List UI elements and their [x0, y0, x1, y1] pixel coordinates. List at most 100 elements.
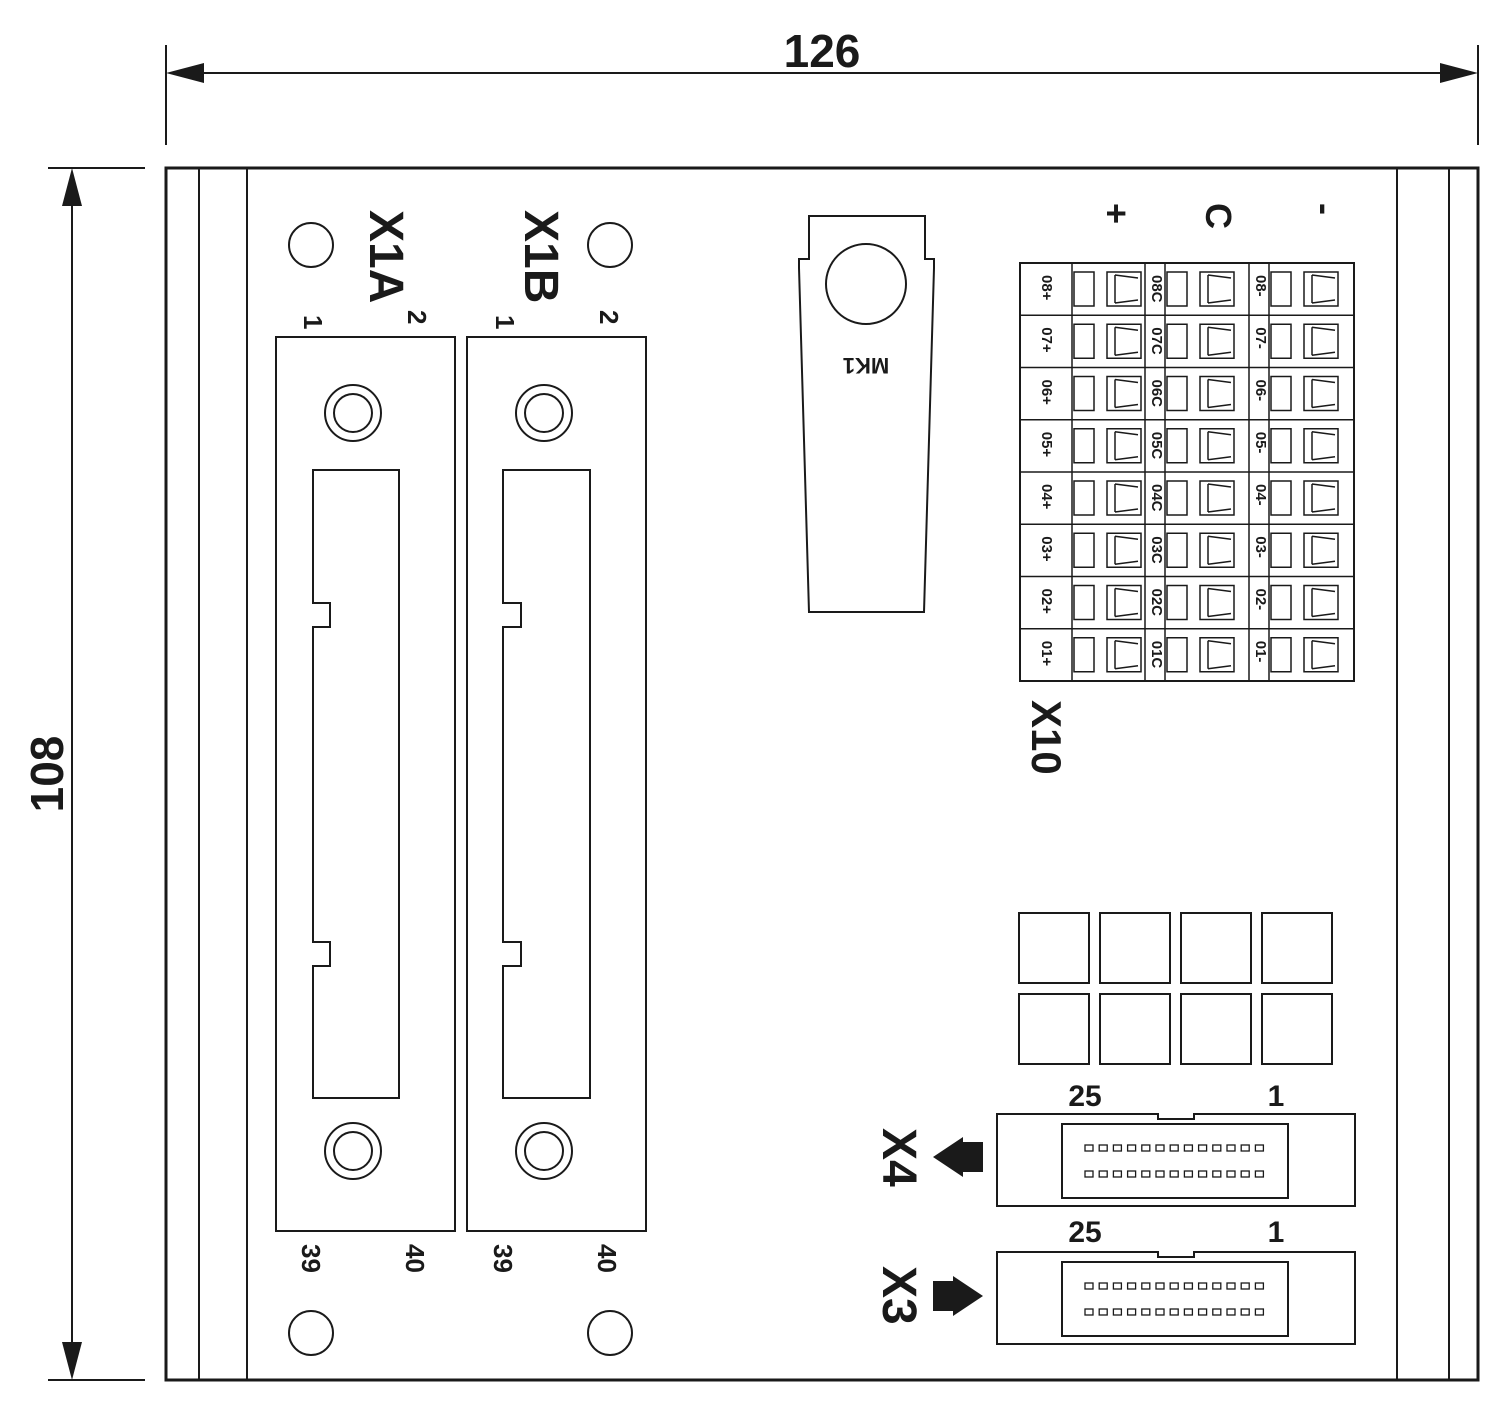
terminal-clamp-icon	[1106, 532, 1142, 568]
pin-contact	[1226, 1170, 1236, 1178]
terminal-screw-icon	[1270, 375, 1292, 412]
terminal-clamp-icon	[1303, 637, 1339, 673]
x1b-pin-39: 39	[488, 1244, 518, 1273]
pin-contact	[1084, 1308, 1094, 1316]
terminal-screw-icon	[1166, 637, 1188, 673]
pin-contact	[1169, 1308, 1179, 1316]
pin-contact	[1141, 1282, 1151, 1290]
terminal-screw-icon	[1073, 428, 1095, 464]
pin-contact	[1112, 1308, 1123, 1316]
pin-contact	[1084, 1144, 1094, 1152]
x3-arrow-right-icon	[933, 1276, 983, 1316]
x3-pin-25: 25	[1068, 1216, 1101, 1249]
indicator-square	[1099, 912, 1171, 984]
pin-contact	[1197, 1170, 1208, 1178]
terminal-label: 04C	[1148, 484, 1165, 512]
terminal-clamp-icon	[1199, 532, 1235, 568]
terminal-clamp-icon	[1303, 480, 1339, 516]
connector-x3-label: X3	[872, 1266, 925, 1325]
terminal-screw-icon	[1270, 323, 1292, 359]
x1a-pin-40: 40	[400, 1244, 430, 1273]
terminal-clamp-icon	[1199, 480, 1235, 516]
terminal-label: 05-	[1252, 432, 1269, 454]
pin-contact	[1112, 1282, 1123, 1290]
terminal-clamp-icon	[1303, 323, 1339, 359]
terminal-label: 04+	[1038, 484, 1055, 510]
terminal-clamp-icon	[1106, 584, 1142, 621]
terminal-screw-icon	[1073, 637, 1095, 673]
pin-contact	[1141, 1170, 1151, 1178]
terminal-screw-icon	[1166, 271, 1188, 307]
pin-contact	[1098, 1144, 1108, 1152]
pin-contact	[1212, 1308, 1222, 1316]
terminal-label: 03C	[1148, 536, 1165, 564]
pin-contact	[1240, 1308, 1250, 1316]
indicator-square	[1180, 993, 1252, 1065]
terminal-clamp-icon	[1199, 637, 1235, 673]
terminal-label: 02-	[1252, 589, 1269, 611]
pin-contact	[1226, 1308, 1236, 1316]
terminal-label: 02C	[1148, 589, 1165, 617]
terminal-label: 08-	[1252, 275, 1269, 297]
indicator-square	[1261, 912, 1333, 984]
terminal-column-label: -	[1305, 203, 1346, 215]
terminal-screw-icon	[1073, 271, 1095, 307]
height-value: 108	[21, 736, 73, 813]
pin-contact	[1197, 1144, 1208, 1152]
pin-contact	[1155, 1170, 1165, 1178]
terminal-label: 06+	[1038, 380, 1055, 406]
terminal-clamp-icon	[1106, 480, 1142, 516]
pin-contact	[1098, 1282, 1108, 1290]
x1a-pin-1: 1	[298, 315, 328, 329]
terminal-label: 06-	[1252, 380, 1269, 402]
terminal-row: 02+ 02C 02-	[1020, 575, 1354, 621]
terminal-label: 04-	[1252, 484, 1269, 506]
terminal-label: 02+	[1038, 589, 1055, 615]
terminal-clamp-icon	[1106, 323, 1142, 359]
pin-contact	[1155, 1308, 1165, 1316]
pin-contact	[1183, 1308, 1194, 1316]
pin-contact	[1226, 1282, 1236, 1290]
terminal-clamp-icon	[1303, 375, 1339, 412]
pin-contact	[1098, 1170, 1108, 1178]
terminal-label: 05C	[1148, 432, 1165, 460]
terminal-label: 08C	[1148, 275, 1165, 303]
pin-contact	[1084, 1170, 1094, 1178]
terminal-screw-icon	[1166, 532, 1188, 568]
pin-contact	[1212, 1170, 1222, 1178]
mounting-hole-top-right	[587, 222, 633, 268]
pin-contact	[1226, 1144, 1236, 1152]
indicator-square	[1180, 912, 1252, 984]
terminal-clamp-icon	[1199, 584, 1235, 621]
pin-contact	[1155, 1282, 1165, 1290]
terminal-screw-icon	[1073, 480, 1095, 516]
pin-contact	[1141, 1308, 1151, 1316]
pin-contact	[1126, 1308, 1137, 1316]
x1a-pin-2: 2	[402, 310, 432, 324]
terminal-screw-icon	[1270, 428, 1292, 464]
pin-contact	[1169, 1144, 1179, 1152]
terminal-row: 04+ 04C 04-	[1020, 471, 1354, 516]
x4-pin-rows	[1084, 1144, 1265, 1178]
width-dimension: 126	[165, 25, 1479, 145]
terminal-label: 07-	[1252, 327, 1269, 349]
terminal-label: 08+	[1038, 275, 1055, 301]
indicator-square	[1261, 993, 1333, 1065]
pin-contact	[1112, 1144, 1123, 1152]
pin-contact	[1240, 1282, 1250, 1290]
terminal-row: 06+ 06C 06-	[1020, 366, 1354, 412]
pin-contact	[1112, 1170, 1123, 1178]
terminal-label: 03-	[1252, 536, 1269, 558]
pin-contact	[1240, 1144, 1250, 1152]
terminal-label: 06C	[1148, 380, 1165, 408]
terminal-screw-icon	[1270, 637, 1292, 673]
pin-contact	[1098, 1308, 1108, 1316]
x1a-pin-39: 39	[296, 1244, 326, 1273]
indicator-square	[1018, 993, 1090, 1065]
mounting-hole-bottom-right	[587, 1310, 633, 1356]
indicator-square	[1099, 993, 1171, 1065]
